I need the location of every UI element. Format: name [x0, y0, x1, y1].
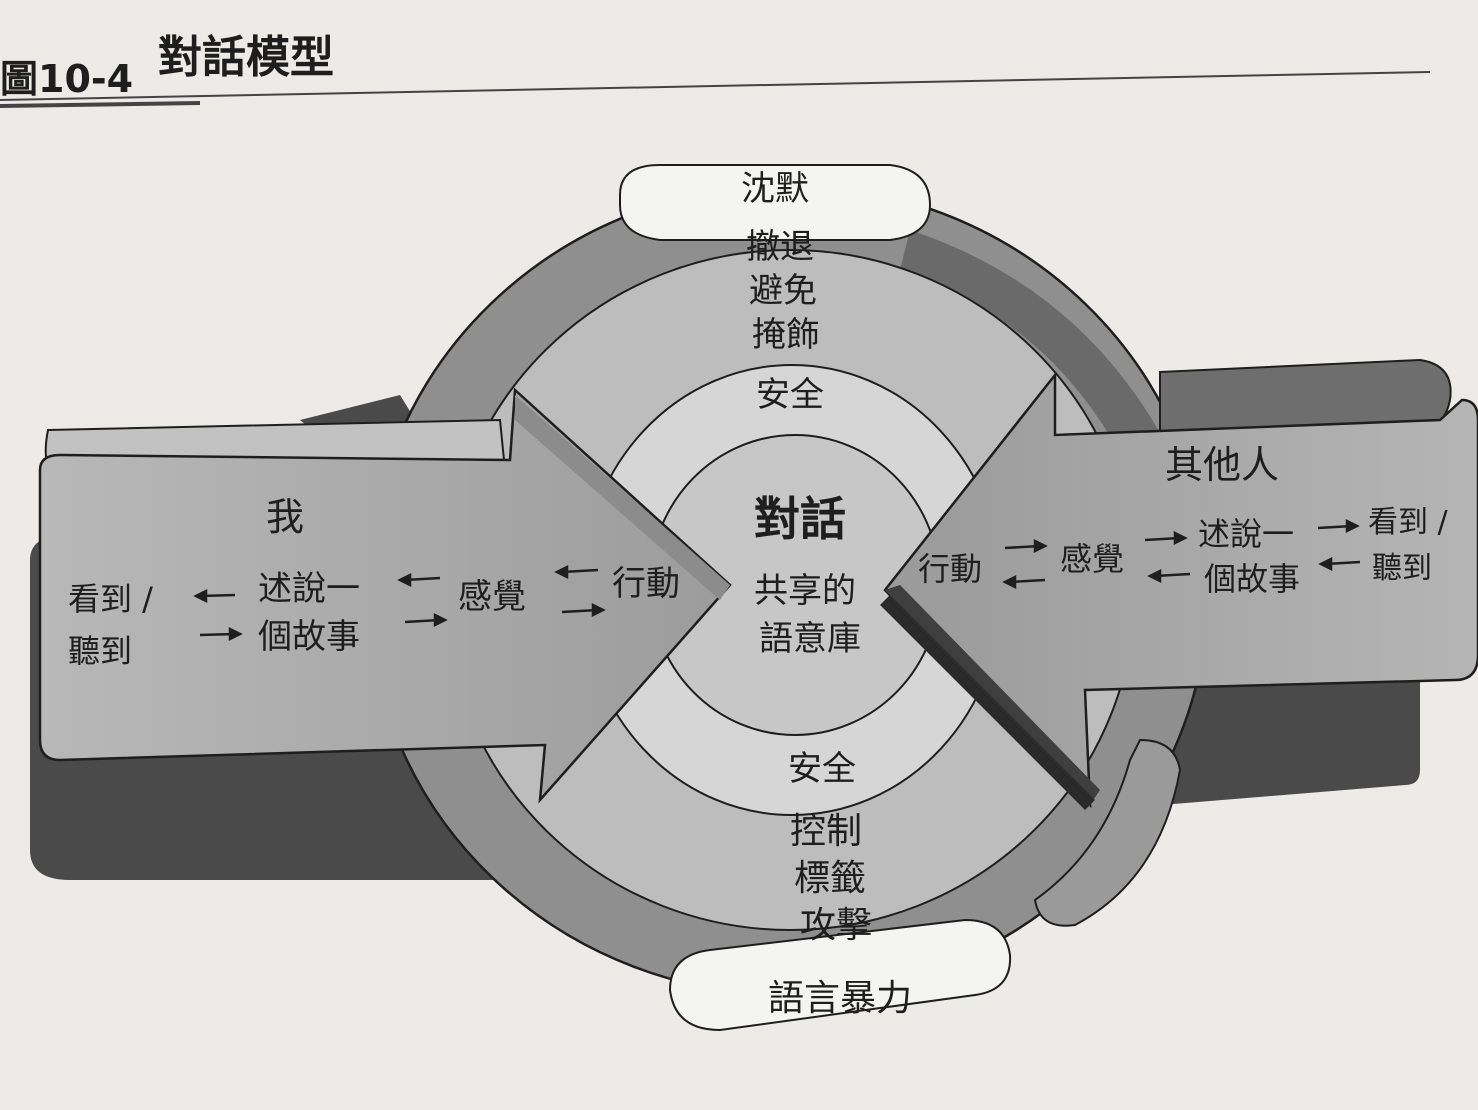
shared-pool-line-2: 語意庫 [759, 619, 861, 659]
silence-behavior-3: 掩飾 [752, 315, 820, 355]
bottom-pool-text: 安全 控制 標籤 攻擊 語言暴力 [768, 749, 912, 1019]
top-safety-label: 安全 [756, 375, 824, 415]
top-pool-text: 沈默 撤退 避免 掩飾 安全 [741, 169, 824, 415]
violence-behavior-2: 標籤 [794, 858, 866, 899]
figure-title: 對話模型 [158, 32, 334, 83]
silence-pill [619, 164, 932, 241]
shared-pool-line-1: 共享的 [754, 571, 856, 611]
figure-number: 圖10-4 [0, 57, 133, 101]
right-see-hear-line-2: 聽到 [1372, 551, 1432, 586]
right-story-line-1: 述說一 [1198, 515, 1294, 553]
right-act-label: 行動 [918, 550, 982, 588]
right-flow-arrows [1002, 518, 1361, 590]
left-story-line-2: 個故事 [258, 617, 360, 657]
left-arrow-text: 我 看到 / 聽到 述說一 個故事 感覺 行動 [68, 495, 680, 670]
header-rule-thick [0, 101, 201, 108]
right-arrow-edge-shade [885, 585, 1100, 805]
right-see-hear-line-1: 看到 / [1368, 505, 1449, 540]
left-arrow-group [38, 387, 732, 804]
bottom-safety-label: 安全 [788, 749, 856, 789]
left-arrow-edge-shade [515, 395, 730, 600]
me-label: 我 [266, 495, 304, 539]
left-arrow [38, 387, 732, 804]
right-feel-label: 感覺 [1060, 540, 1124, 578]
right-story-line-2: 個故事 [1204, 560, 1300, 598]
left-see-hear-line-1: 看到 / [68, 580, 153, 618]
silence-behavior-1: 撤退 [746, 227, 814, 267]
violence-pill [668, 918, 1012, 1032]
right-arrow-text: 其他人 行動 感覺 述說一 個故事 看到 / 聽到 [918, 443, 1449, 598]
violence-behavior-1: 控制 [790, 811, 862, 852]
others-label: 其他人 [1165, 443, 1279, 487]
right-arrow-edge-dark [880, 595, 1095, 810]
left-story-line-1: 述說一 [258, 569, 360, 609]
silence-behavior-2: 避免 [749, 271, 817, 311]
dialogue-label: 對話 [754, 492, 846, 546]
violence-behavior-3: 攻擊 [800, 905, 872, 946]
left-flow-arrows [193, 564, 606, 642]
figure-header: 圖10-4 對話模型 [0, 32, 1431, 108]
center-text: 對話 共享的 語意庫 [754, 492, 861, 659]
violence-label: 語言暴力 [768, 978, 912, 1019]
silence-label: 沈默 [741, 169, 809, 209]
right-arrow-group [880, 358, 1478, 810]
header-rule [0, 71, 1431, 101]
left-feel-label: 感覺 [458, 577, 526, 617]
left-see-hear-line-2: 聽到 [68, 632, 132, 670]
right-lower-band [1033, 738, 1182, 927]
left-act-label: 行動 [612, 564, 680, 604]
